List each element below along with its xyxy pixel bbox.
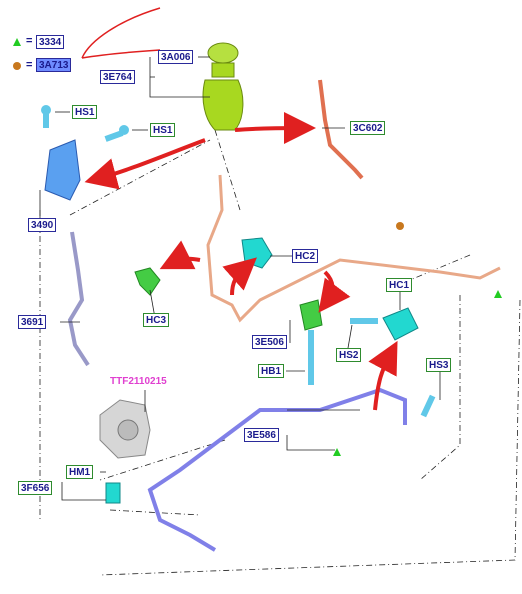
label-3a006: 3A006 [158, 50, 194, 64]
bolt-hs1-a [41, 105, 51, 115]
legend-triangle-value: 3334 [36, 35, 65, 49]
legend-equals-2: = [26, 59, 33, 71]
red-scribble [81, 7, 161, 59]
label-3e506: 3E506 [252, 335, 287, 349]
reservoir-body [202, 79, 244, 131]
label-hc1: HC1 [386, 278, 413, 292]
label-3e764: 3E764 [100, 70, 135, 84]
label-3490: 3490 [28, 218, 57, 232]
label-3e586: 3E586 [244, 428, 279, 442]
pipe-3691 [67, 231, 90, 367]
label-hs1-b: HS1 [150, 123, 176, 137]
marker-triangle-icon [333, 448, 341, 456]
label-hm1: HM1 [66, 465, 94, 479]
label-3f656: 3F656 [18, 481, 53, 495]
label-ttf2110215: TTF2110215 [110, 376, 167, 387]
legend-triangle-icon [13, 38, 21, 46]
legend-circle-icon [13, 62, 21, 70]
legend-circle-value: 3A713 [36, 58, 72, 72]
label-hb1: HB1 [258, 364, 285, 378]
legend-equals-1: = [26, 35, 33, 47]
bracket-3490 [44, 139, 81, 201]
fitting-hm1 [105, 482, 121, 504]
construction-lines [39, 129, 521, 576]
pipe-3c602 [318, 79, 364, 180]
label-hc3: HC3 [143, 313, 170, 327]
marker-circle-icon [396, 222, 404, 230]
clip-hc3 [134, 267, 161, 296]
label-3691: 3691 [18, 315, 47, 329]
label-hs3: HS3 [426, 358, 452, 372]
label-hs1-a: HS1 [72, 105, 98, 119]
pump-ttf2110215 [99, 399, 151, 459]
bolt-hs3 [420, 394, 436, 418]
clip-hc2 [241, 237, 273, 269]
clip-3e506 [299, 299, 323, 331]
label-3c602: 3C602 [350, 121, 386, 135]
label-hc2: HC2 [292, 249, 319, 263]
clip-hc1 [382, 307, 419, 341]
label-hs2: HS2 [336, 348, 362, 362]
red-arrows [84, 112, 398, 411]
reservoir-cap [207, 42, 239, 64]
hose-pressure [147, 387, 407, 552]
reservoir-assembly [202, 42, 244, 131]
bolt-hs2 [350, 318, 378, 324]
marker-triangle-icon [494, 290, 502, 298]
hose-return [206, 174, 501, 323]
bolt-hb1 [308, 330, 314, 385]
